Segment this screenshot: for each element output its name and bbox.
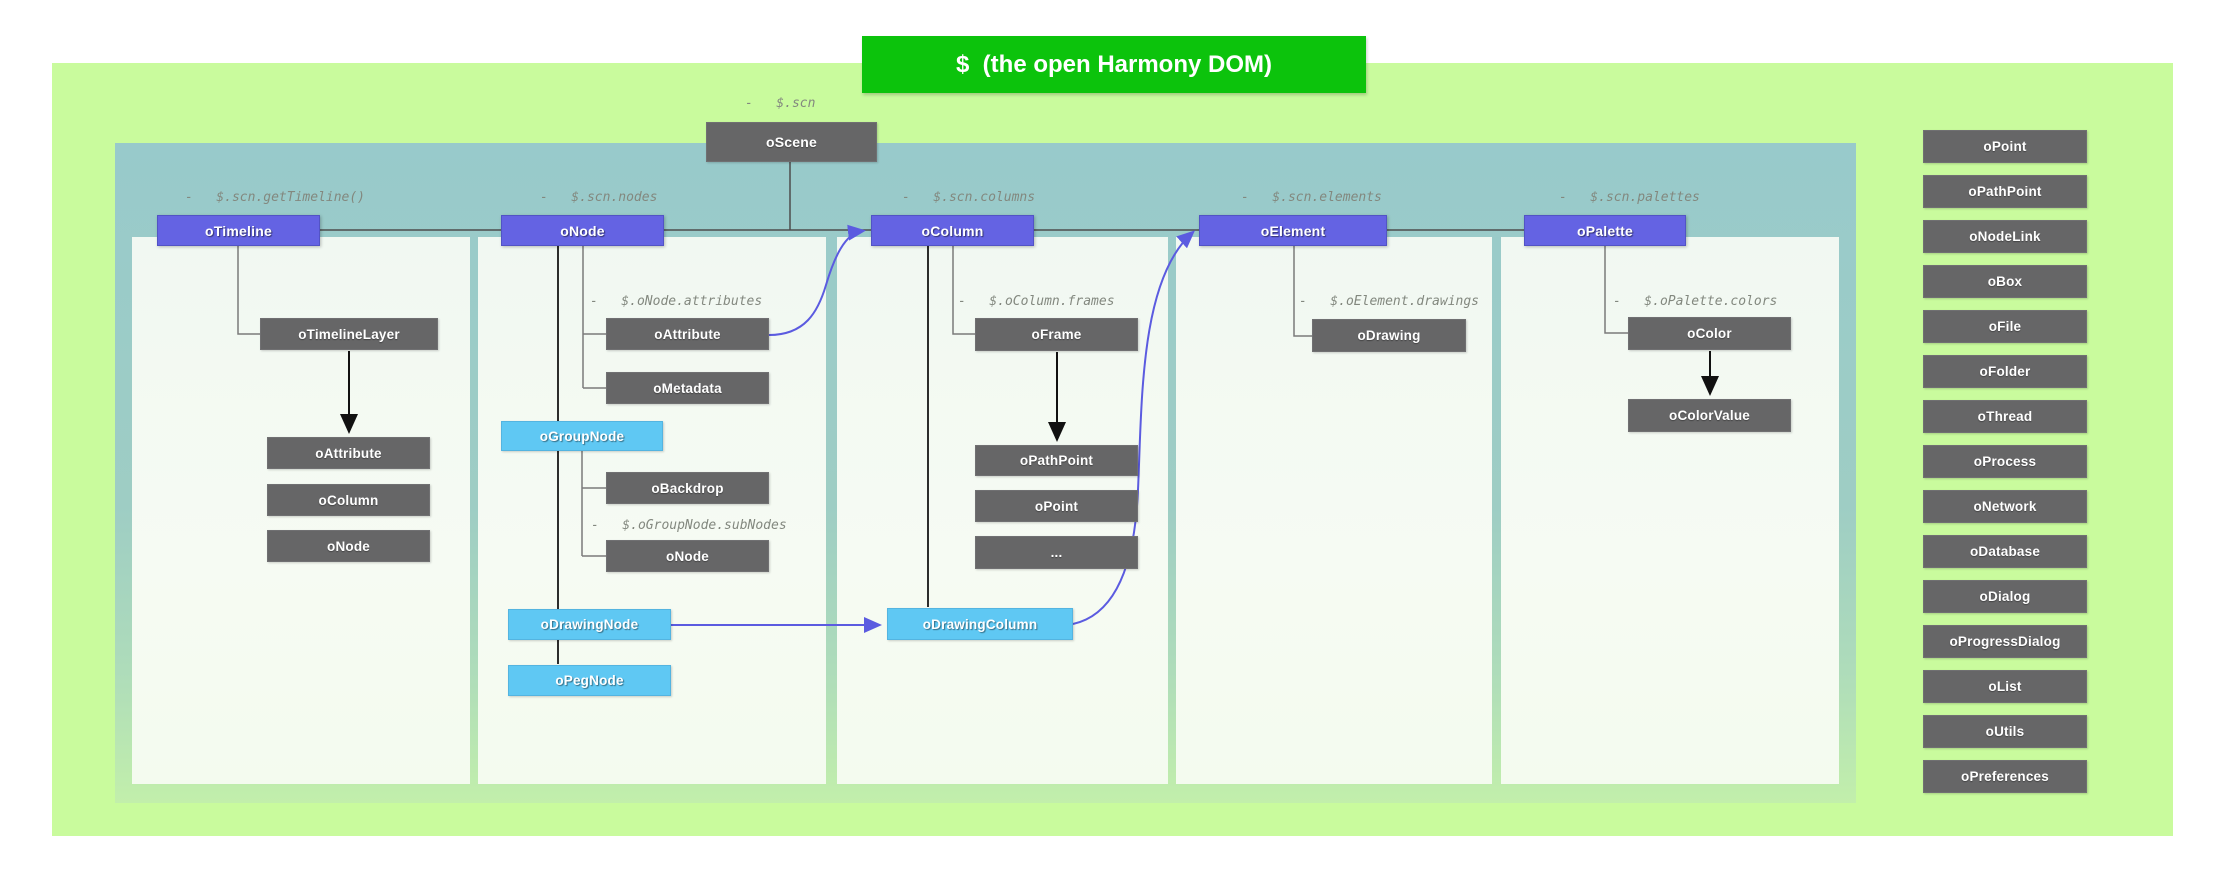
class-box-group-onode: oNode xyxy=(606,540,769,572)
side-list-item-othread: oThread xyxy=(1923,400,2087,433)
column-header-oelement: oElement xyxy=(1199,215,1387,246)
accessor-label-gettimeline: - $.scn.getTimeline() xyxy=(185,190,366,205)
side-list-item-opreferences: oPreferences xyxy=(1923,760,2087,793)
accessor-label-columns: - $.scn.columns xyxy=(902,190,1036,205)
side-list-item-opathpoint: oPathPoint xyxy=(1923,175,2087,208)
class-box-ocolorvalue: oColorValue xyxy=(1628,399,1791,432)
class-box-ocolor: oColor xyxy=(1628,317,1791,350)
side-list-item-ofile: oFile xyxy=(1923,310,2087,343)
side-list-item-oprocess: oProcess xyxy=(1923,445,2087,478)
class-box-otimelinelayer: oTimelineLayer xyxy=(260,318,438,350)
class-box-column-opathpoint: oPathPoint xyxy=(975,445,1138,476)
side-list-item-oprogressdialog: oProgressDialog xyxy=(1923,625,2087,658)
side-list-item-onetwork: oNetwork xyxy=(1923,490,2087,523)
column-header-onode: oNode xyxy=(501,215,664,246)
accessor-label-ocolumn-frames: - $.oColumn.frames xyxy=(958,294,1115,309)
accessor-label-opalette-colors: - $.oPalette.colors xyxy=(1613,294,1778,309)
class-box-ogroupnode: oGroupNode xyxy=(501,421,663,451)
class-box-node-oattribute: oAttribute xyxy=(606,318,769,350)
accessor-label-onode-attributes: - $.oNode.attributes xyxy=(590,294,763,309)
side-list-item-odatabase: oDatabase xyxy=(1923,535,2087,568)
side-list-item-outils: oUtils xyxy=(1923,715,2087,748)
class-box-odrawingcolumn: oDrawingColumn xyxy=(887,608,1073,640)
diagram-title: $ (the open Harmony DOM) xyxy=(862,36,1366,93)
column-header-otimeline: oTimeline xyxy=(157,215,320,246)
class-box-odrawingnode: oDrawingNode xyxy=(508,609,671,640)
class-box-timeline-onode: oNode xyxy=(267,530,430,562)
side-list-item-odialog: oDialog xyxy=(1923,580,2087,613)
side-list-item-obox: oBox xyxy=(1923,265,2087,298)
class-box-column-ellipsis: ... xyxy=(975,536,1138,569)
class-box-column-opoint: oPoint xyxy=(975,490,1138,522)
accessor-label-scn: - $.scn xyxy=(745,96,816,111)
side-list-item-ofolder: oFolder xyxy=(1923,355,2087,388)
side-list-item-olist: oList xyxy=(1923,670,2087,703)
accessor-label-elements: - $.scn.elements xyxy=(1241,190,1382,205)
class-box-odrawing: oDrawing xyxy=(1312,319,1466,352)
class-box-timeline-oattribute: oAttribute xyxy=(267,437,430,469)
side-list-item-opoint: oPoint xyxy=(1923,130,2087,163)
column-header-opalette: oPalette xyxy=(1524,215,1686,246)
class-box-timeline-ocolumn: oColumn xyxy=(267,484,430,516)
class-box-ometadata: oMetadata xyxy=(606,372,769,404)
class-box-opegnode: oPegNode xyxy=(508,665,671,696)
accessor-label-palettes: - $.scn.palettes xyxy=(1559,190,1700,205)
accessor-label-subnodes: - $.oGroupNode.subNodes xyxy=(591,518,787,533)
class-box-oframe: oFrame xyxy=(975,318,1138,351)
accessor-label-nodes: - $.scn.nodes xyxy=(540,190,658,205)
class-box-oscene: oScene xyxy=(706,122,877,162)
side-list-item-onodelink: oNodeLink xyxy=(1923,220,2087,253)
accessor-label-oelement-drawings: - $.oElement.drawings xyxy=(1299,294,1480,309)
class-box-obackdrop: oBackdrop xyxy=(606,472,769,504)
column-header-ocolumn: oColumn xyxy=(871,215,1034,246)
